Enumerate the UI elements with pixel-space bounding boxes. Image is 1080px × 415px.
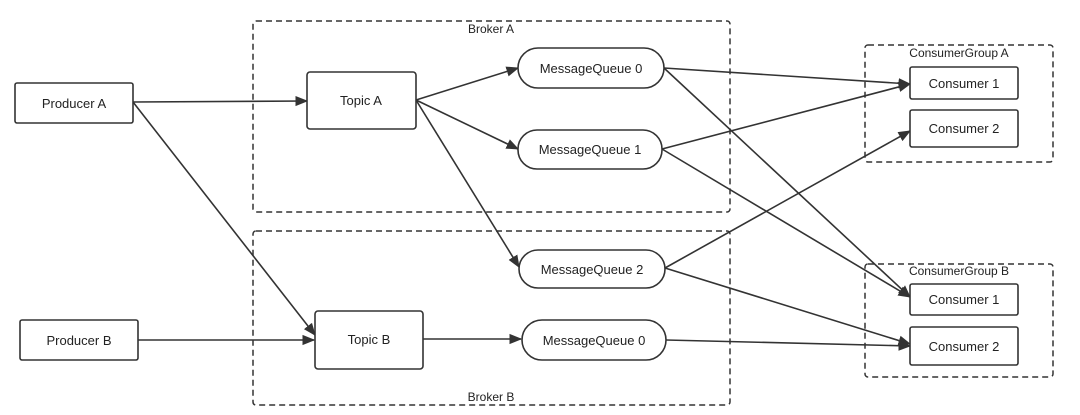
edge-queue-a0-group-a-consumer-1	[663, 67, 912, 89]
group-a-consumer-1-label: Consumer 1	[929, 76, 1000, 91]
topic-b-node: Topic B	[314, 310, 424, 370]
edge-queue-a1-group-a-consumer-1	[661, 81, 912, 150]
broker-a-label: Broker A	[468, 22, 514, 36]
edges	[132, 66, 912, 351]
broker-b-label: Broker B	[468, 390, 515, 404]
edge-producer-a-topic-a	[132, 95, 309, 107]
edge-queue-a1-group-b-consumer-1	[661, 148, 912, 298]
consumer-group-b: ConsumerGroup B	[864, 263, 1054, 378]
group-a-consumer-1-node: Consumer 1	[909, 66, 1019, 100]
edge-queue-b2-group-b-consumer-2	[664, 267, 912, 346]
message-queue-b2-label: MessageQueue 2	[541, 262, 644, 277]
message-queue-a1-label: MessageQueue 1	[539, 142, 642, 157]
group-b-consumer-1-node: Consumer 1	[909, 283, 1019, 316]
message-queue-b2-node: MessageQueue 2	[518, 249, 666, 289]
edge-topic-a-queue-1	[415, 99, 520, 150]
broker-b-group: Broker B	[252, 230, 731, 406]
message-queue-b0-label: MessageQueue 0	[543, 333, 646, 348]
producer-a-label: Producer A	[42, 96, 107, 111]
consumer-group-a: ConsumerGroup A	[864, 44, 1054, 163]
edge-queue-b0-group-b-consumer-2	[665, 339, 912, 351]
producer-b-label: Producer B	[46, 333, 111, 348]
edge-queue-b2-group-a-consumer-2	[664, 130, 912, 269]
producer-b-node: Producer B	[19, 319, 139, 361]
topic-a-label: Topic A	[340, 93, 382, 108]
group-a-consumer-2-node: Consumer 2	[909, 109, 1019, 148]
edge-topic-a-queue-0	[415, 66, 520, 101]
edge-producer-a-topic-b	[132, 101, 316, 337]
consumer-group-b-label: ConsumerGroup B	[909, 264, 1009, 278]
group-a-consumer-2-label: Consumer 2	[929, 121, 1000, 136]
group-b-consumer-1-label: Consumer 1	[929, 292, 1000, 307]
broker-a-group: Broker A	[252, 20, 731, 213]
producer-a-node: Producer A	[14, 82, 134, 124]
edge-queue-a0-group-b-consumer-1	[663, 67, 911, 298]
group-b-consumer-2-node: Consumer 2	[909, 326, 1019, 366]
group-b-consumer-2-label: Consumer 2	[929, 339, 1000, 354]
message-queue-a0-label: MessageQueue 0	[540, 61, 643, 76]
message-queue-a0-node: MessageQueue 0	[517, 47, 665, 89]
edge-topic-a-queue-2	[415, 99, 520, 269]
topic-b-label: Topic B	[348, 332, 391, 347]
message-queue-a1-node: MessageQueue 1	[517, 129, 663, 170]
topic-a-node: Topic A	[306, 71, 417, 130]
message-queue-b0-node: MessageQueue 0	[521, 319, 667, 361]
consumer-group-a-label: ConsumerGroup A	[909, 46, 1008, 60]
